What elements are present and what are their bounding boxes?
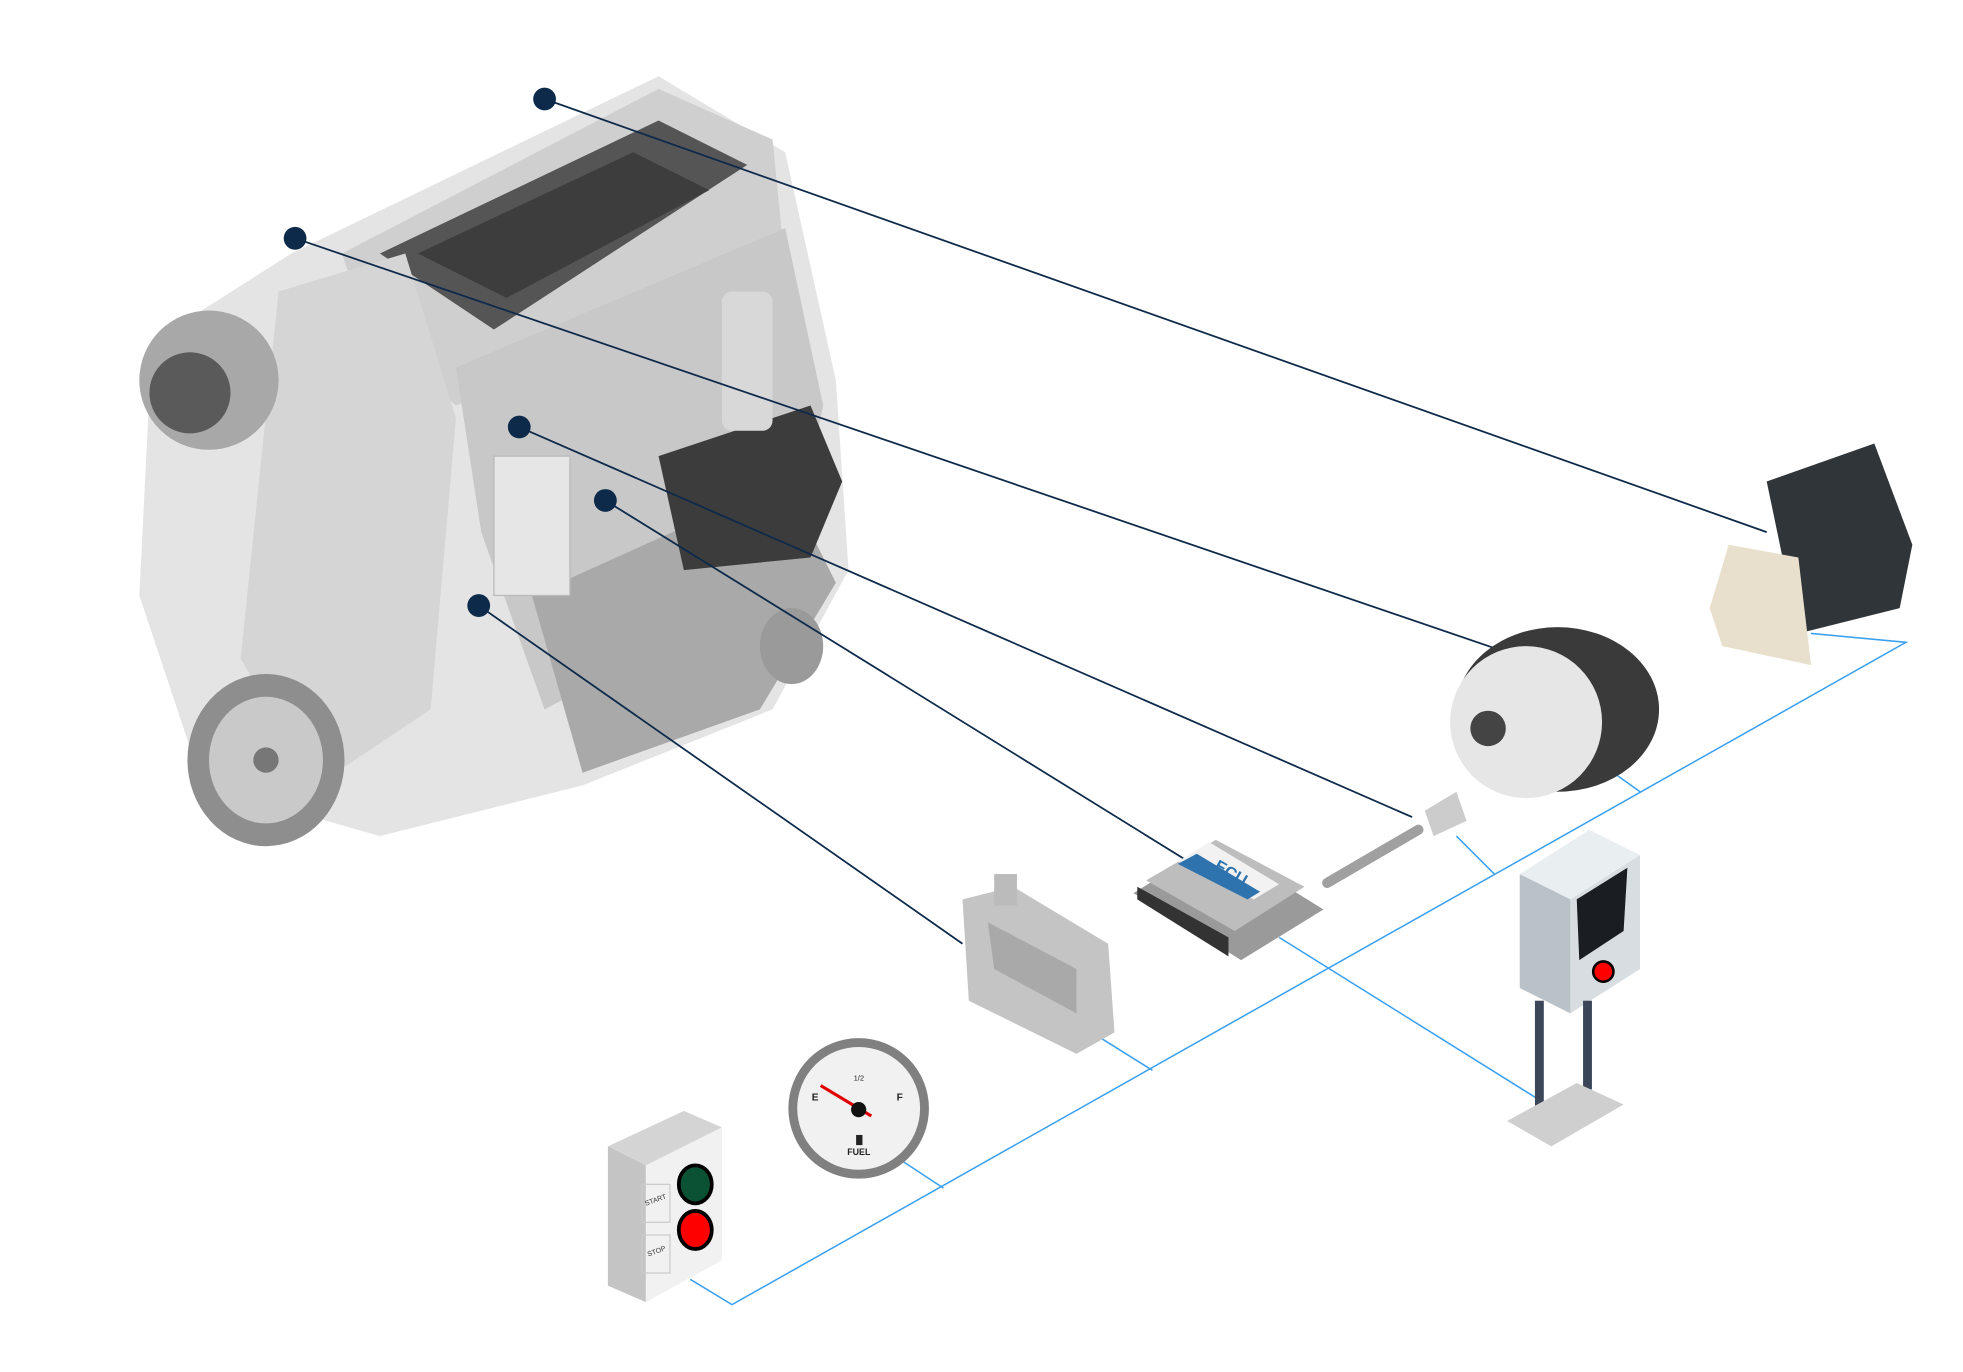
fuel-pump-icon	[856, 1134, 863, 1146]
callout-lines	[294, 98, 1767, 945]
fuel-filter[interactable]	[962, 874, 1115, 1054]
ecu-module[interactable]: ECU	[1133, 839, 1324, 961]
start-button[interactable]	[676, 1163, 714, 1206]
callout-dot-filter	[467, 594, 491, 617]
generator-control-panel[interactable]	[1507, 829, 1641, 1147]
callout-dots[interactable]	[283, 87, 617, 617]
fuel-gauge-title: FUEL	[847, 1147, 871, 1157]
callout-dot-starter	[533, 87, 556, 111]
callout-dot-ecu	[593, 489, 617, 512]
fuel-gauge-full-label: F	[897, 1093, 903, 1104]
callout-dot-alternator	[283, 226, 307, 250]
wiring	[689, 632, 1909, 1306]
callout-dot-sensor	[507, 415, 531, 439]
fuel-gauge-half-label: 1/2	[854, 1073, 865, 1082]
emergency-stop-button[interactable]	[1591, 960, 1615, 983]
fuel-gauge: E 1/2 F FUEL	[788, 1038, 929, 1179]
engine[interactable]	[139, 76, 849, 847]
alternator[interactable]	[1450, 627, 1660, 799]
stop-button[interactable]	[676, 1209, 714, 1251]
starter-motor[interactable]	[1709, 443, 1913, 666]
start-stop-control-box: START STOP	[607, 1110, 722, 1303]
glow-plug-sensor[interactable]	[1322, 791, 1467, 888]
fuel-gauge-empty-label: E	[812, 1093, 819, 1104]
